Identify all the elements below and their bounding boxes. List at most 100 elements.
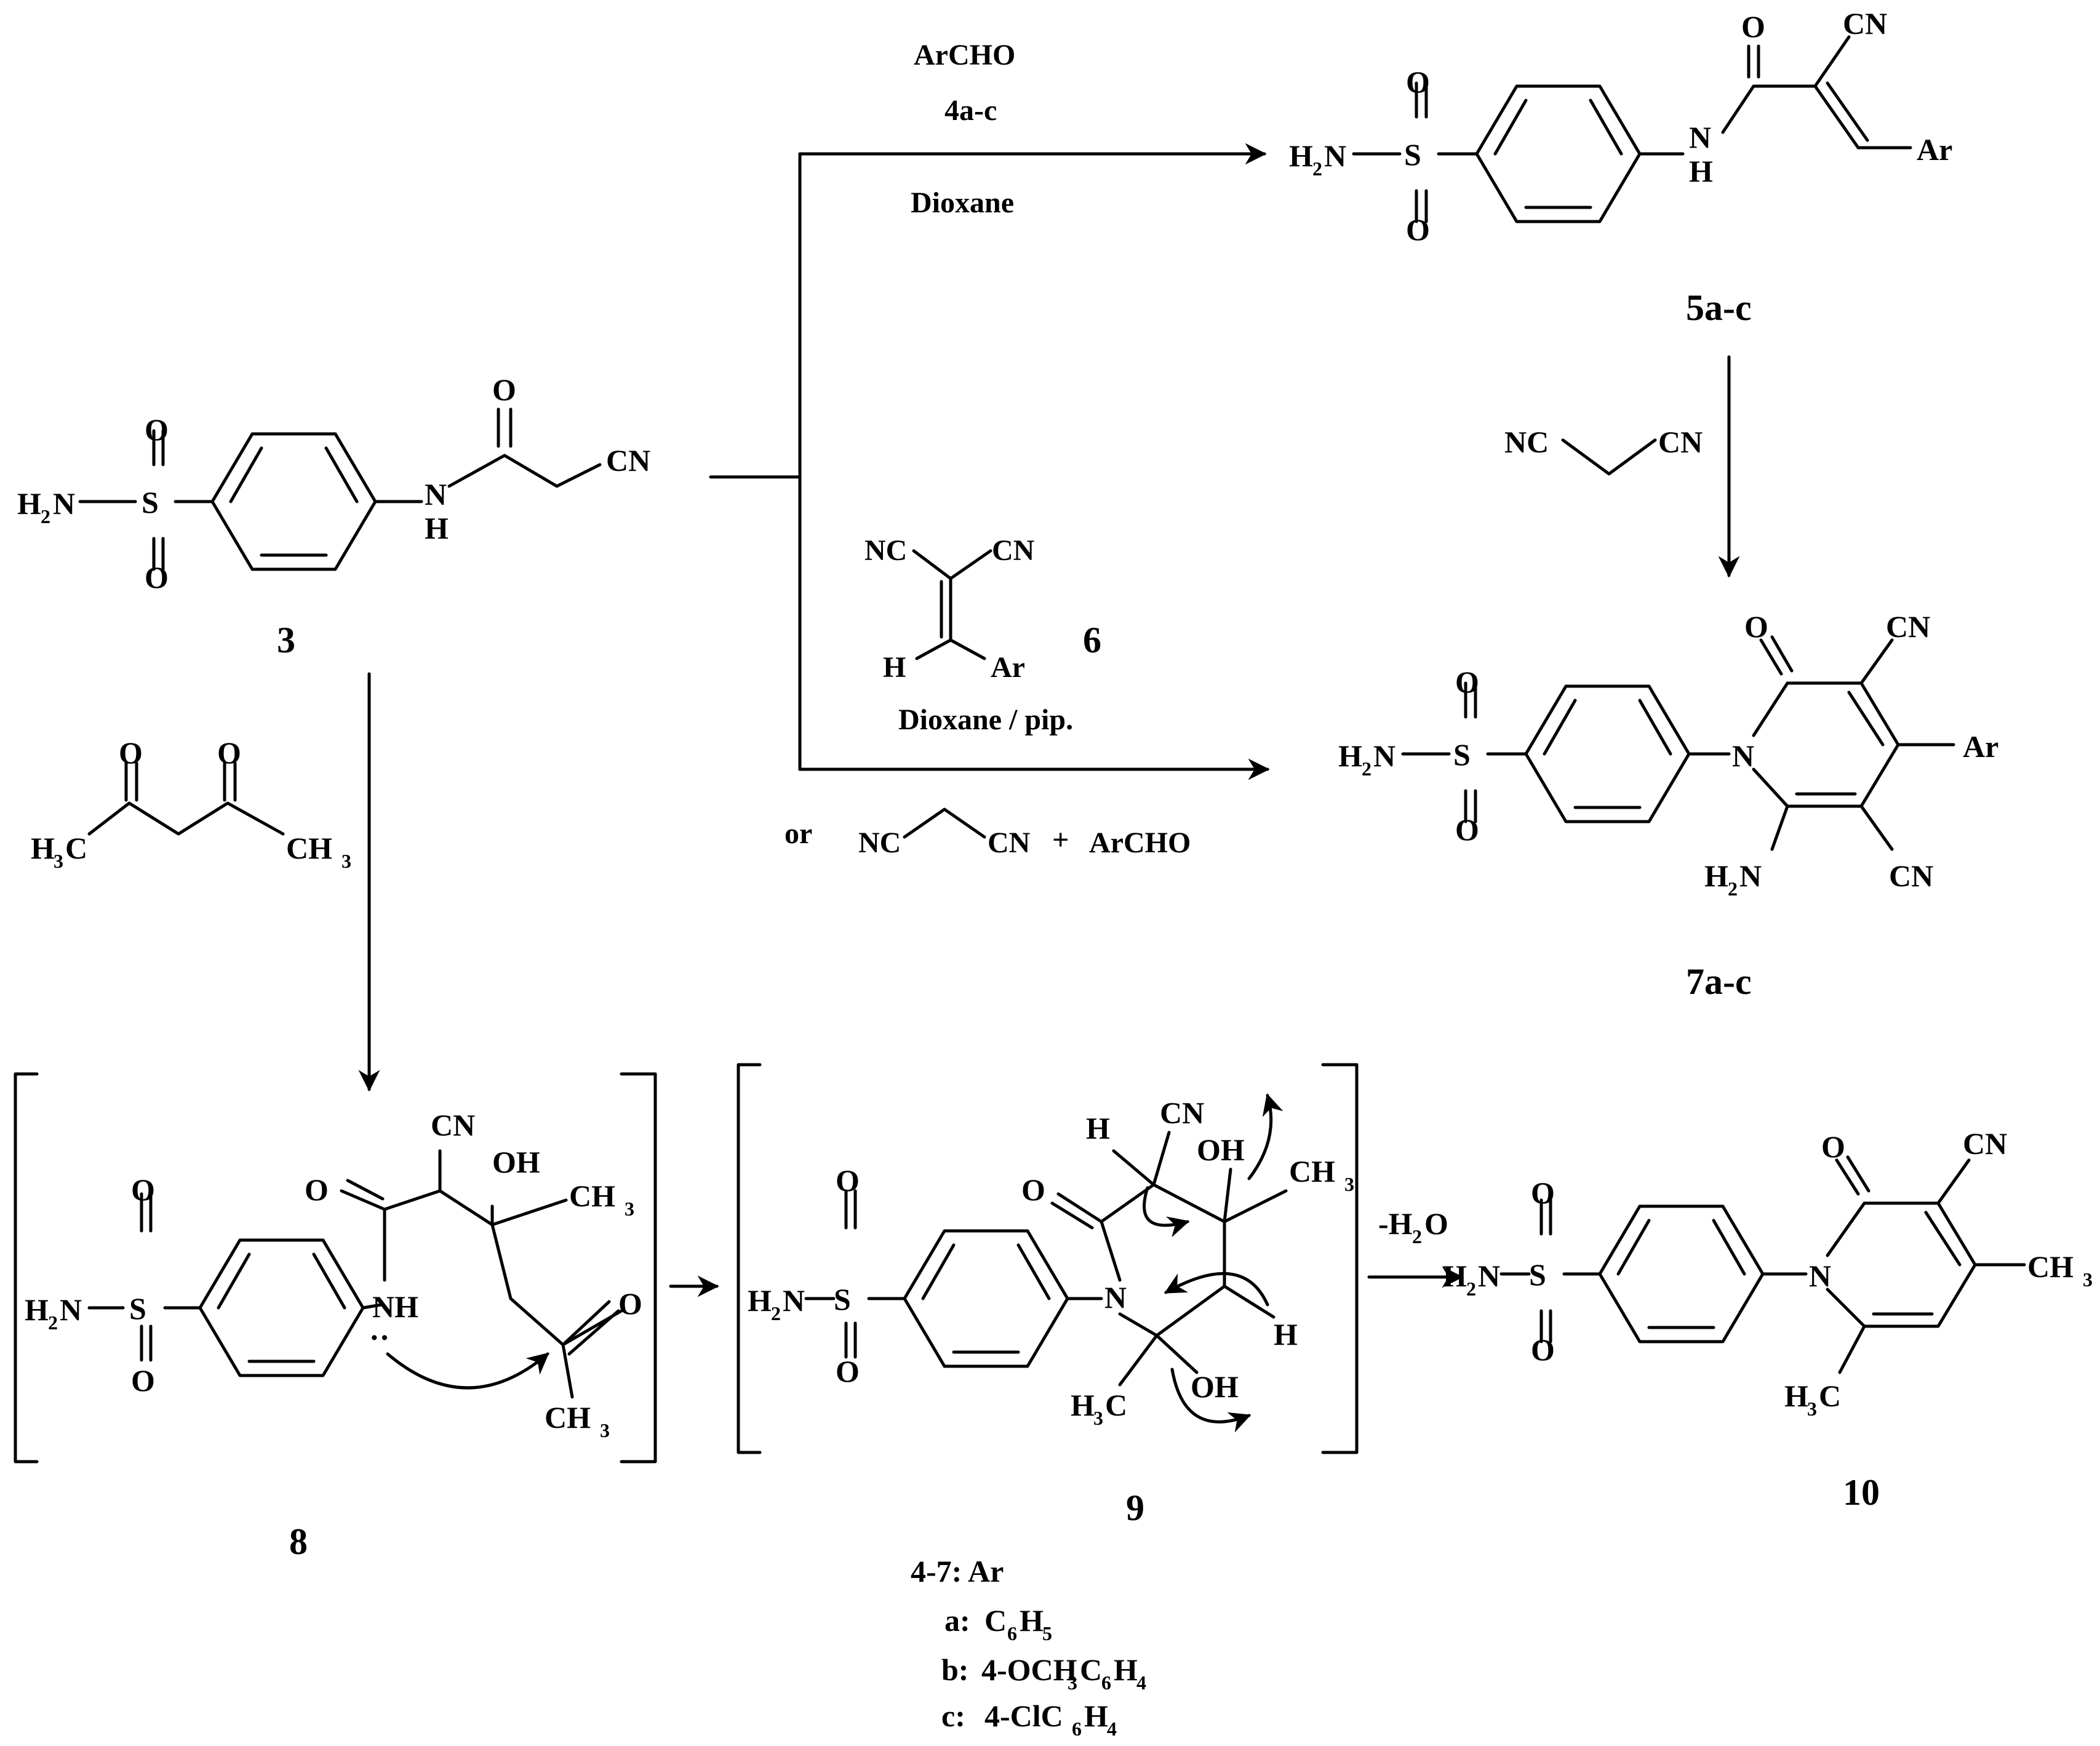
c10-h3c-h: H	[1784, 1379, 1808, 1413]
legend-b-6: 6	[1101, 1672, 1111, 1694]
c9-bonds	[804, 1131, 1288, 1387]
c9-h2n-h: H	[748, 1283, 772, 1318]
c9-ch3-3: 3	[1344, 1173, 1354, 1195]
c5-s: S	[1404, 137, 1421, 172]
c9-n: N	[1104, 1280, 1127, 1315]
malono-bottom-bonds	[903, 807, 986, 839]
c7-nh2-n: N	[1739, 859, 1762, 893]
c10-h2n-n: N	[1478, 1259, 1500, 1293]
label-7: 7a-c	[1686, 961, 1752, 1002]
c8-o2: O	[131, 1363, 155, 1398]
minus-h2o-pre: -H	[1378, 1206, 1413, 1241]
c9-ch3: CH	[1289, 1154, 1335, 1188]
compound-8: S O O H 2 N NH ·· O CN OH CH 3 O CH 3 8	[14, 1072, 657, 1562]
c8-ch3b: CH	[545, 1400, 591, 1435]
legend-a-5: 5	[1042, 1622, 1052, 1644]
c10-o1: O	[1531, 1175, 1555, 1210]
malono-b-cn: CN	[988, 827, 1031, 859]
label-8: 8	[289, 1521, 308, 1562]
malono-r-cn: CN	[1658, 425, 1703, 459]
c6-ar: Ar	[991, 651, 1025, 684]
reagent-archo: ArCHO	[914, 39, 1015, 71]
reagents-top: ArCHO 4a-c Dioxane	[911, 39, 1015, 219]
c9-s: S	[834, 1282, 851, 1316]
c10-o3: O	[1821, 1129, 1845, 1164]
c6-bonds	[912, 549, 992, 660]
legend-a-h: H	[1020, 1603, 1044, 1638]
c3-s: S	[142, 485, 159, 519]
compound-6: NC CN H Ar 6 Dioxane / pip.	[864, 534, 1101, 736]
c7-o1: O	[1455, 665, 1479, 699]
c9-h1: H	[1086, 1111, 1110, 1145]
c10-n: N	[1809, 1259, 1831, 1293]
acac-h3c-3: 3	[54, 850, 63, 872]
c6-nc: NC	[864, 534, 907, 567]
label-10: 10	[1843, 1472, 1880, 1513]
minus-h2o-sub: 2	[1412, 1225, 1422, 1247]
legend-b-3: 3	[1068, 1672, 1077, 1694]
legend-b-c: C	[1080, 1652, 1102, 1687]
legend-c-pre: 4-ClC	[984, 1699, 1063, 1733]
c3-o1: O	[145, 412, 169, 447]
c8-h2n-2: 2	[48, 1312, 58, 1334]
c3-h2n-n: N	[53, 486, 75, 521]
c8-lone-pair: ··	[369, 1320, 389, 1355]
legend-b-key: b:	[941, 1652, 968, 1687]
c9-arrow-3	[1164, 1272, 1269, 1307]
acac-h3c-h: H	[31, 831, 55, 865]
legend-b-4: 4	[1136, 1672, 1146, 1694]
c7-cn2: CN	[1889, 859, 1933, 893]
c3-nh-h: H	[425, 511, 449, 545]
c9-h2: H	[1274, 1317, 1298, 1352]
compound-5: S O O H 2 N N H O CN Ar 5a-c	[1289, 6, 1952, 328]
reagent-archo-2: ArCHO	[1089, 827, 1191, 859]
c8-o1: O	[131, 1172, 155, 1207]
malononitrile-right: NC CN	[1504, 425, 1703, 476]
c10-cn: CN	[1963, 1126, 2007, 1161]
c6-cn: CN	[992, 534, 1035, 567]
c9-cn: CN	[1160, 1095, 1204, 1130]
reagent-or: or	[785, 817, 812, 850]
label-3: 3	[277, 620, 295, 660]
c9-h3c-c: C	[1105, 1388, 1127, 1422]
acac-bonds	[87, 761, 285, 836]
c3-h2n-h: H	[17, 486, 41, 521]
c9-h2n-2: 2	[771, 1302, 781, 1324]
c7-cn1: CN	[1886, 609, 1930, 644]
malono-b-nc: NC	[858, 827, 901, 859]
acac-h3c-c: C	[65, 831, 87, 865]
legend-c-6: 6	[1072, 1718, 1082, 1740]
c9-arrow-4	[1170, 1368, 1252, 1433]
c7-n: N	[1732, 739, 1754, 773]
c8-cn: CN	[431, 1108, 475, 1142]
c8-nh: NH	[372, 1289, 418, 1324]
c5-nh-h: H	[1689, 154, 1713, 188]
c5-ar: Ar	[1917, 132, 1952, 167]
c7-o2: O	[1455, 812, 1479, 847]
compound-10: S O O H 2 N N O CN CH 3 H 3 C 10	[1443, 1126, 2093, 1513]
compound-9: S O O H 2 N N O H CN OH CH 3 H H 3 C OH …	[737, 1063, 1359, 1528]
c8-ch3: CH	[569, 1179, 615, 1213]
c9-oh1: OH	[1197, 1132, 1245, 1167]
c8-ch3-3: 3	[625, 1198, 634, 1220]
c8-h2n-h: H	[25, 1292, 49, 1327]
branch-line	[709, 152, 802, 771]
c7-h2n-h: H	[1338, 739, 1362, 773]
c9-arrow-2	[1247, 1093, 1284, 1180]
malono-r-nc: NC	[1504, 425, 1549, 459]
c10-h3c-c: C	[1819, 1379, 1841, 1413]
c9-oh2: OH	[1191, 1369, 1239, 1404]
c3-bonds	[78, 407, 602, 571]
legend-c-4: 4	[1107, 1718, 1117, 1740]
reagent-dioxane-pip: Dioxane / pip.	[898, 703, 1073, 736]
c8-oh: OH	[492, 1145, 540, 1179]
c10-o2: O	[1531, 1332, 1555, 1367]
c10-h2n-2: 2	[1466, 1278, 1476, 1300]
c10-s: S	[1529, 1257, 1546, 1292]
c3-nh-n: N	[425, 477, 447, 511]
ar-legend: 4-7: Ar a: C 6 H 5 b: 4-OCH 3 C 6 H 4 c:…	[911, 1554, 1146, 1740]
c9-h3c-h: H	[1071, 1388, 1095, 1422]
legend-a-key: a:	[944, 1603, 970, 1638]
acetylacetone: O O H 3 C CH 3	[31, 735, 351, 872]
